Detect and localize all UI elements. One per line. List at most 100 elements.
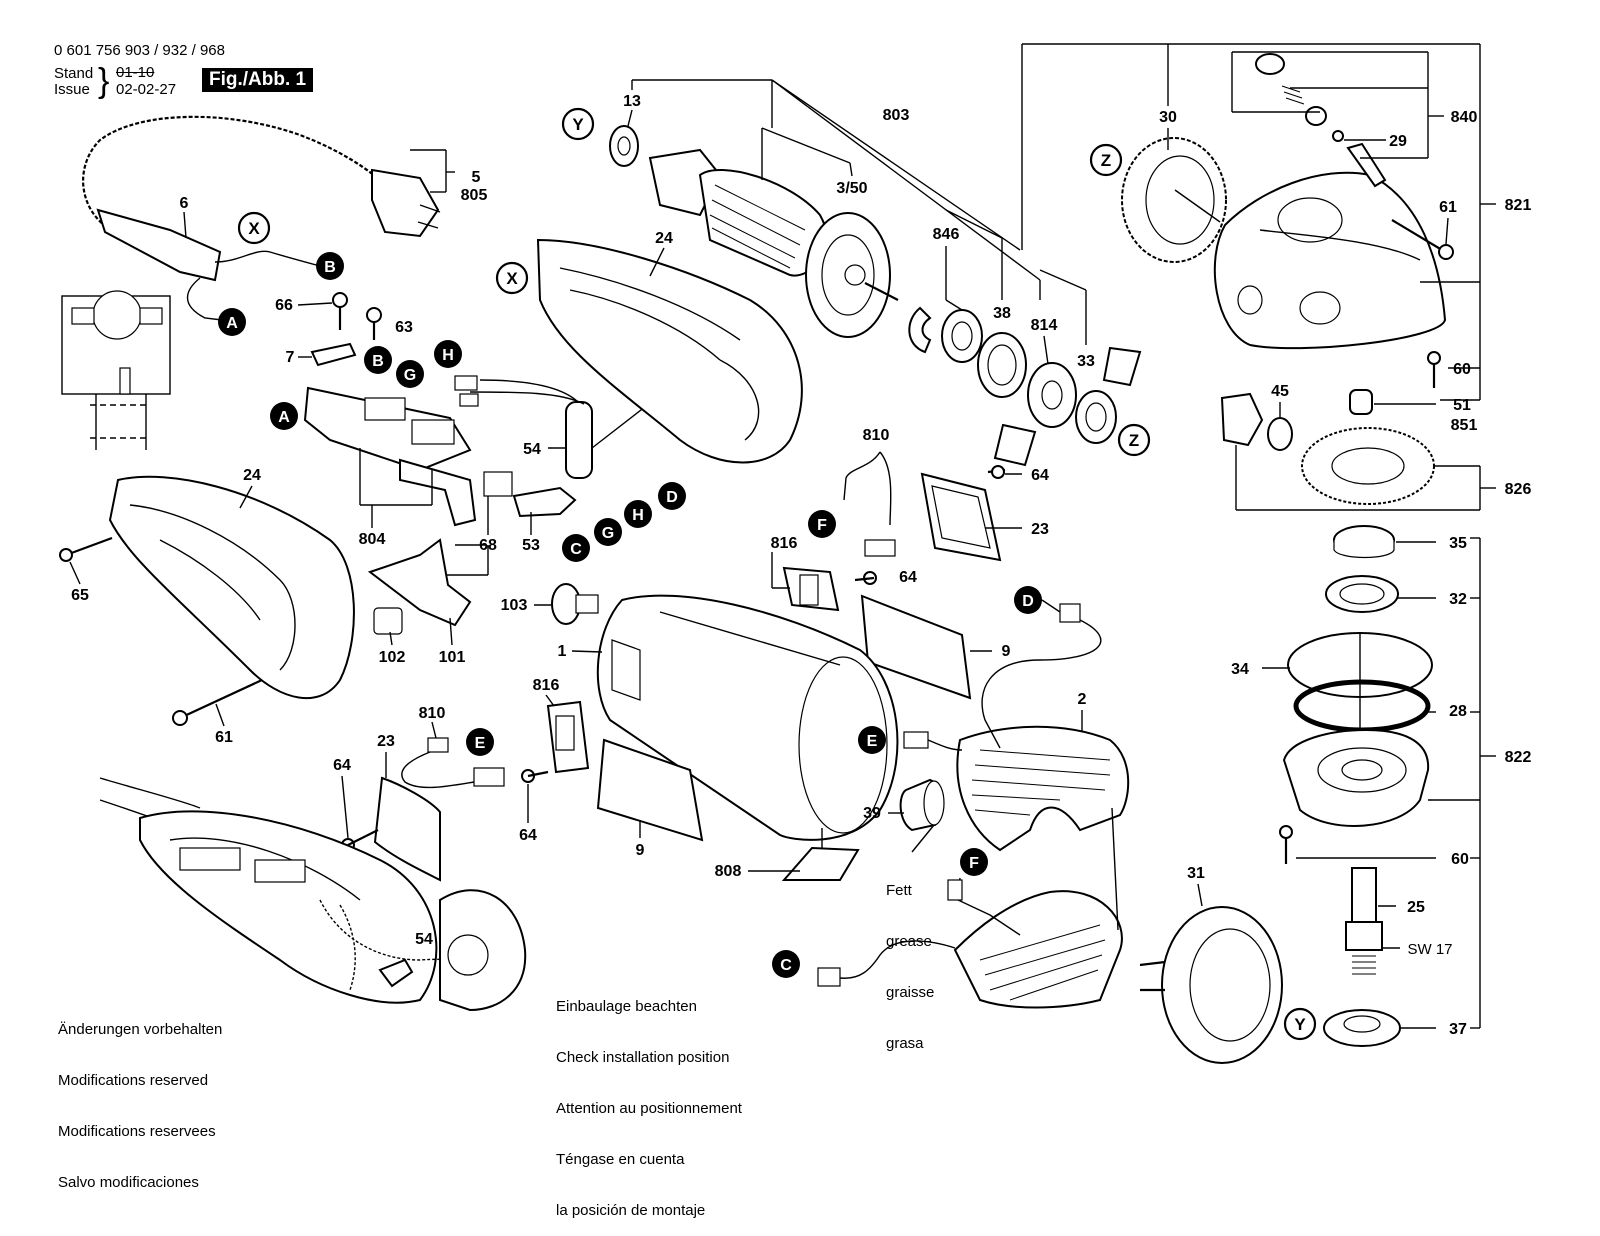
gear-housing <box>1213 171 1447 350</box>
callout-A-switch: A <box>270 402 298 430</box>
callout-Y-top: Y <box>561 107 595 141</box>
part-label-60-bottom: 60 <box>1451 851 1469 868</box>
handle-half-left: 24 65 61 <box>59 467 355 746</box>
svg-text:C: C <box>570 541 582 558</box>
bearing-13: 13 <box>609 93 641 167</box>
part-103: 103 <box>501 583 599 625</box>
part-label-803: 803 <box>883 107 910 124</box>
part-label-61-left: 61 <box>215 729 233 746</box>
screws-and-821: 61 60 821 <box>1391 44 1532 400</box>
part-label-61-right: 61 <box>1439 199 1457 216</box>
label-group-803: 803 <box>631 79 1041 281</box>
note-line: la posición de montaje <box>556 1202 706 1219</box>
part-label-64-right: 64 <box>1031 467 1049 484</box>
label-808: 808 <box>715 828 860 881</box>
part-label-54-top: 54 <box>523 441 541 458</box>
svg-text:H: H <box>632 507 644 524</box>
part-label-45: 45 <box>1271 383 1289 400</box>
note-line: Salvo modificaciones <box>58 1174 199 1191</box>
capacitor: 54 <box>454 371 691 479</box>
part-label-816-top: 816 <box>771 535 798 552</box>
pad-9-top: 9 <box>860 594 1011 700</box>
part-label-9-top: 9 <box>1002 643 1011 660</box>
callout-B-switch: B <box>364 346 392 374</box>
part-label-23-right: 23 <box>1031 521 1049 538</box>
part-label-32: 32 <box>1449 591 1467 608</box>
note-line: Téngase en cuenta <box>556 1151 685 1168</box>
cable-810-bottom: 810 <box>401 705 505 789</box>
callout-E-right: E <box>858 726 886 754</box>
part-label-60-top: 60 <box>1453 361 1471 378</box>
part-label-808: 808 <box>715 863 742 880</box>
svg-text:D: D <box>1022 593 1034 610</box>
wiring-schematic <box>61 290 171 450</box>
part-label-53: 53 <box>522 537 540 554</box>
part-label-810-bottom: 810 <box>419 705 446 722</box>
gear-train: 51 851 45 826 <box>1220 383 1532 511</box>
part-label-101: 101 <box>439 649 466 666</box>
brush-plate-right: 64 23 <box>920 465 1049 562</box>
part-label-65: 65 <box>71 587 89 604</box>
note-line: Fett <box>886 882 912 899</box>
svg-text:E: E <box>867 733 878 750</box>
note-line: graisse <box>886 984 935 1001</box>
callout-Z-gear: Z <box>1089 143 1123 177</box>
part-numbers: 0 601 756 903 / 932 / 968 <box>54 42 225 59</box>
brush-holder-816-bottom: 816 64 <box>519 677 590 844</box>
part-label-6: 6 <box>180 195 189 212</box>
armature: 3/50 <box>648 127 899 338</box>
svg-text:A: A <box>278 409 290 426</box>
callout-H-left: H <box>624 500 652 528</box>
svg-text:E: E <box>475 735 486 752</box>
label-group-switch: 66 63 7 804 68 53 <box>275 297 540 576</box>
callout-G-left: G <box>594 518 622 546</box>
callout-F-bottom: F <box>960 848 988 876</box>
part-label-29: 29 <box>1389 133 1407 150</box>
old-date: 01-10 <box>116 64 155 81</box>
part-label-39: 39 <box>863 805 881 822</box>
motor-wiring <box>817 599 1102 987</box>
part-label-28: 28 <box>1449 703 1467 720</box>
wrench-size-label: SW 17 <box>1407 941 1452 958</box>
note-line: Check installation position <box>556 1049 730 1066</box>
part-label-64-mid: 64 <box>899 569 917 586</box>
spindle-assembly: 35 32 34 28 822 60 <box>1231 525 1531 1028</box>
part-label-821: 821 <box>1505 197 1532 214</box>
part-label-851: 851 <box>1451 417 1478 434</box>
part-label-24-left: 24 <box>243 467 261 484</box>
part-label-64-left: 64 <box>333 757 351 774</box>
part-label-2: 2 <box>1078 691 1087 708</box>
part-label-24-top: 24 <box>655 230 673 247</box>
part-label-63: 63 <box>395 319 413 336</box>
cable-810-top: 810 <box>843 427 896 557</box>
brush-plate-left: 23 64 <box>333 733 441 882</box>
svg-text:Z: Z <box>1129 431 1139 450</box>
sleeve-39: 39 <box>863 778 945 853</box>
brace-glyph: } <box>98 62 110 100</box>
callout-C-bottom: C <box>772 950 800 978</box>
callout-F-top: F <box>808 510 836 538</box>
part-label-30: 30 <box>1159 109 1177 126</box>
callout-D-left: D <box>658 482 686 510</box>
part-label-826: 826 <box>1505 481 1532 498</box>
part-label-846: 846 <box>933 226 960 243</box>
part-label-37: 37 <box>1449 1021 1467 1038</box>
callout-Y-bottom: Y <box>1283 1007 1317 1041</box>
part-label-805: 805 <box>461 187 488 204</box>
callout-D-right: D <box>1014 586 1042 614</box>
part-label-64-bottom: 64 <box>519 827 537 844</box>
crown-gear-30: 30 <box>1021 43 1480 263</box>
part-label-31: 31 <box>1187 865 1205 882</box>
lever-101: 102 101 <box>367 538 472 666</box>
svg-text:G: G <box>602 525 614 542</box>
svg-text:H: H <box>442 347 454 364</box>
field-coil: 2 <box>953 691 1130 1009</box>
part-label-38: 38 <box>993 305 1011 322</box>
brush-holder-816-top: 816 64 <box>771 535 917 612</box>
svg-text:C: C <box>780 957 792 974</box>
part-label-3-50: 3/50 <box>836 180 867 197</box>
note-line: Modifications reservees <box>58 1123 216 1140</box>
svg-text:Y: Y <box>572 115 584 134</box>
callout-H-switch: H <box>434 340 462 368</box>
motor-housing: 1 <box>558 594 899 841</box>
